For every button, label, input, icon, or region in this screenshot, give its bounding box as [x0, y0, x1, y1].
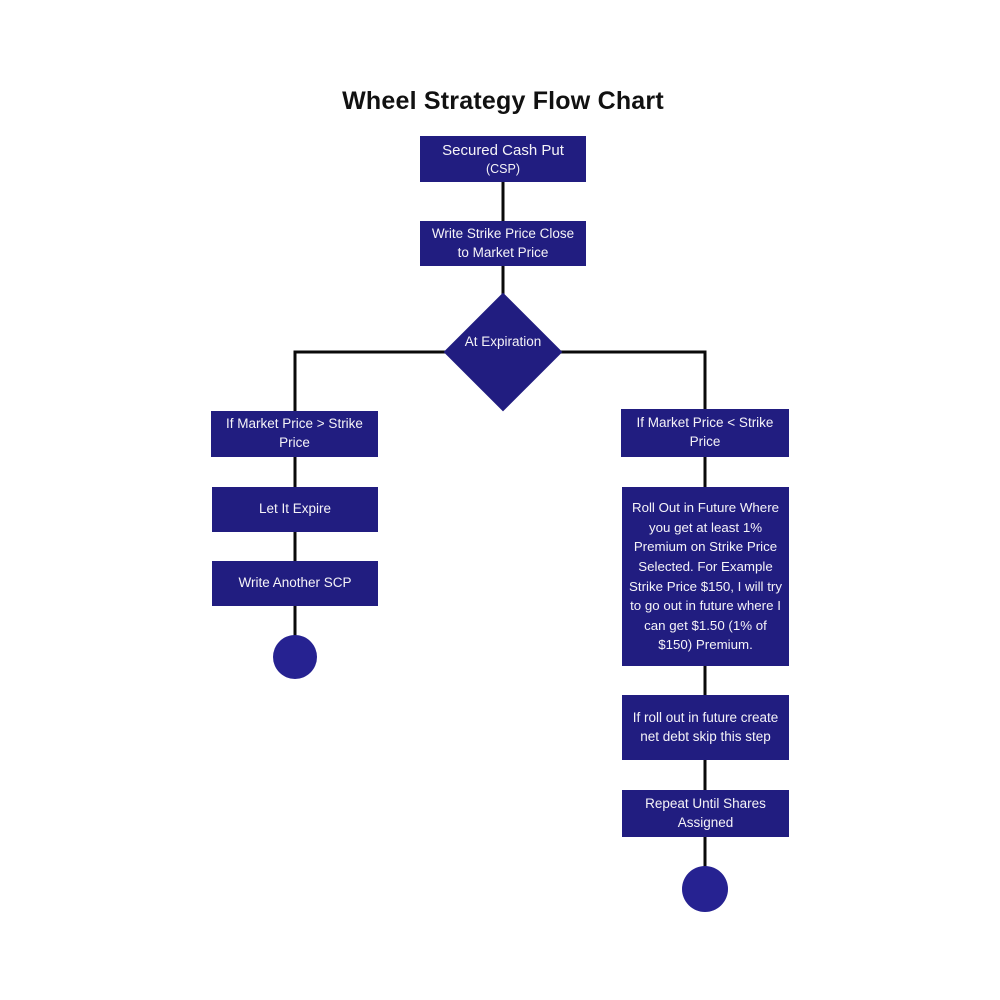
node-write-strike-price: Write Strike Price Close to Market Price	[420, 221, 586, 266]
node-secured-cash-put-label: Secured Cash Put	[442, 141, 564, 159]
node-market-above-strike-label: If Market Price > Strike Price	[226, 416, 363, 450]
node-market-below-strike-label: If Market Price < Strike Price	[636, 415, 774, 449]
node-roll-out-in-future-label: Roll Out in Future Where you get at leas…	[629, 500, 782, 653]
node-net-debt-skip: If roll out in future create net debt sk…	[622, 695, 789, 760]
connector-diamond-to-left	[293, 350, 446, 411]
terminal-circle-right	[682, 866, 728, 912]
node-write-another-scp: Write Another SCP	[212, 561, 378, 606]
chart-title: Wheel Strategy Flow Chart	[342, 87, 664, 115]
node-roll-out-in-future: Roll Out in Future Where you get at leas…	[622, 487, 789, 666]
node-write-another-scp-label: Write Another SCP	[238, 575, 352, 591]
node-secured-cash-put-sublabel: (CSP)	[485, 161, 521, 176]
node-market-below-strike: If Market Price < Strike Price	[621, 409, 789, 457]
node-repeat-until-assigned-label: Repeat Until Shares Assigned	[645, 795, 766, 830]
node-secured-cash-put: Secured Cash Put (CSP)	[420, 136, 586, 182]
node-repeat-until-assigned: Repeat Until Shares Assigned	[622, 790, 789, 837]
node-net-debt-skip-label: If roll out in future create net debt sk…	[632, 709, 779, 744]
connector-diamond-to-right	[560, 350, 707, 409]
terminal-circle-left	[273, 635, 317, 679]
node-write-strike-price-label: Write Strike Price Close to Market Price	[431, 225, 575, 260]
node-market-above-strike: If Market Price > Strike Price	[211, 411, 378, 457]
decision-diamond-label: At Expiration	[464, 334, 542, 349]
node-let-it-expire: Let It Expire	[212, 487, 378, 532]
node-let-it-expire-label: Let It Expire	[258, 501, 332, 517]
